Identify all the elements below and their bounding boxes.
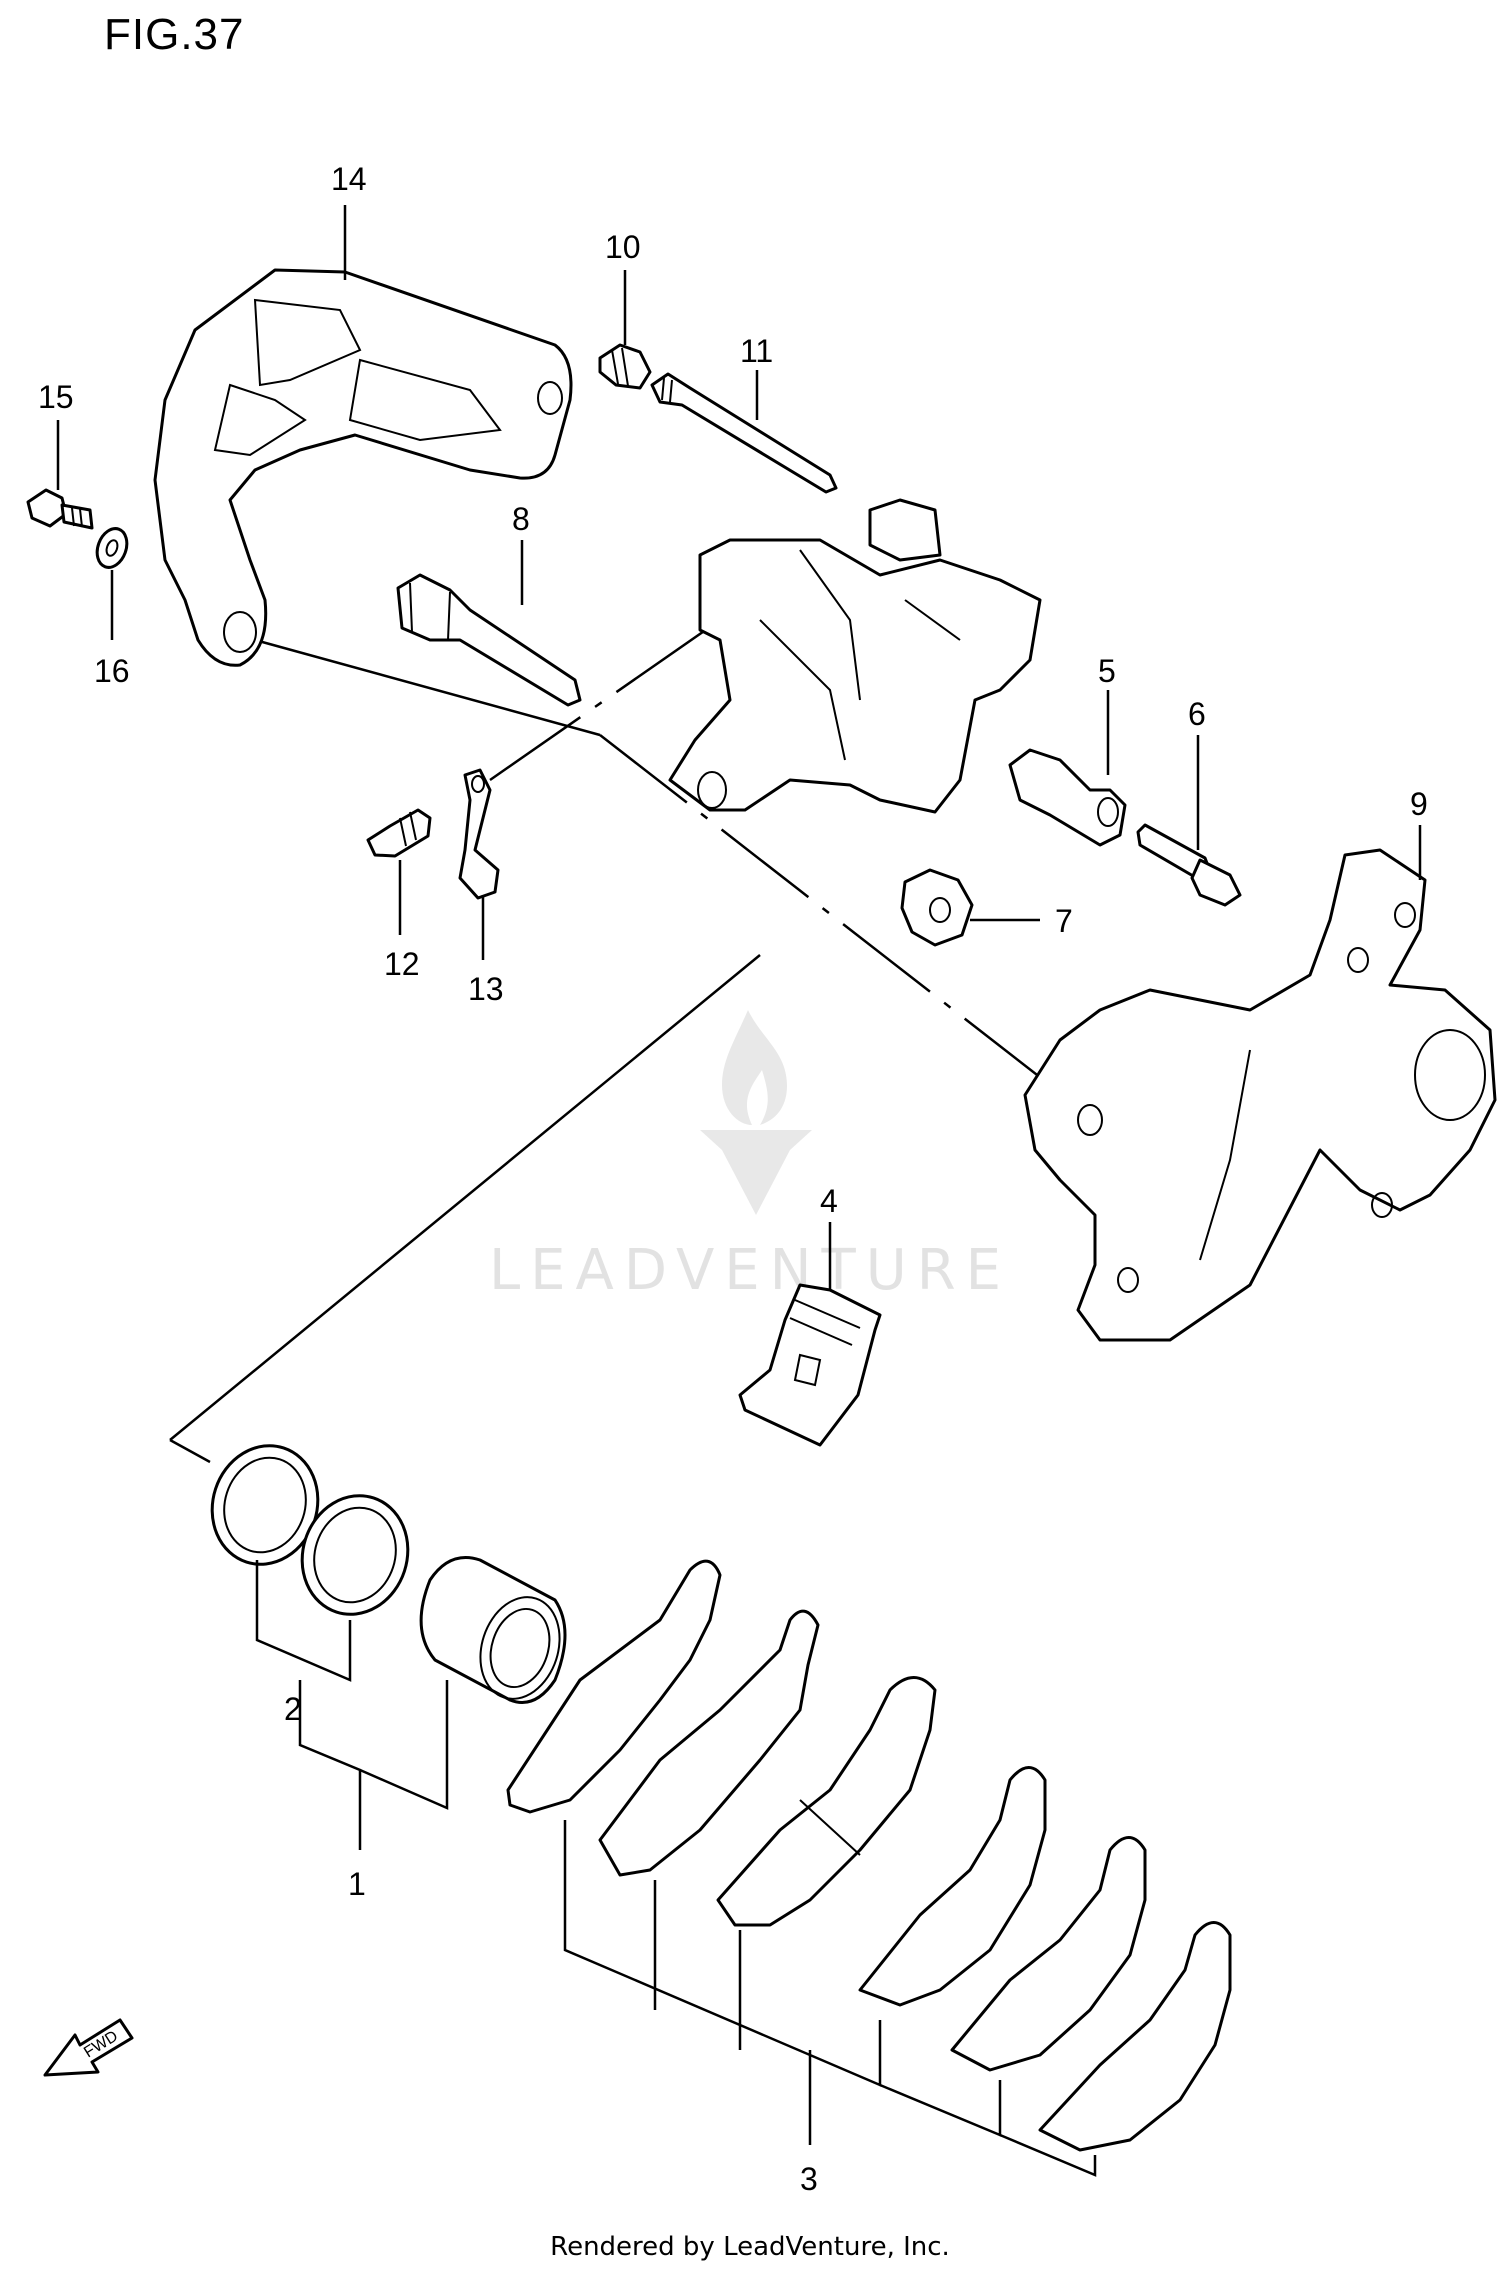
callout-leaders <box>56 205 1422 1290</box>
callout-14: 14 <box>331 161 367 197</box>
caliper-body <box>668 498 1042 814</box>
part-8-slide-pin <box>396 573 582 707</box>
callout-5: 5 <box>1098 653 1116 689</box>
callout-1: 1 <box>348 1866 366 1902</box>
part-1-piston <box>419 1556 567 1704</box>
part-12-bleeder <box>366 808 432 858</box>
part-5-sleeve <box>1008 748 1127 847</box>
footer-credit: Rendered by LeadVenture, Inc. <box>550 2232 950 2262</box>
leader-brackets <box>255 1560 1097 2177</box>
part-4-pad-spring <box>738 1283 882 1447</box>
part-14-guard <box>153 268 573 667</box>
callout-4: 4 <box>820 1183 838 1219</box>
callout-8: 8 <box>512 501 530 537</box>
callout-13: 13 <box>468 971 504 1007</box>
callout-6: 6 <box>1188 696 1206 732</box>
part-6-bolt <box>1136 823 1242 907</box>
fwd-direction-arrow: FWD <box>43 2018 134 2077</box>
watermark-text: LEADVENTURE <box>488 1238 1012 1303</box>
callout-2: 2 <box>284 1691 302 1727</box>
part-3-pads <box>506 1559 1232 2152</box>
callout-11: 11 <box>740 333 773 369</box>
part-9-bracket <box>1023 848 1497 1342</box>
part-7-nut <box>900 868 974 947</box>
assembly-lines <box>169 618 1051 1464</box>
callout-16: 16 <box>94 653 130 689</box>
part-10-plug <box>598 343 652 390</box>
watermark-logo <box>700 1010 812 1215</box>
callout-3: 3 <box>800 2161 818 2197</box>
callout-9: 9 <box>1410 786 1428 822</box>
part-13-clip <box>458 768 500 900</box>
part-16-washer <box>95 527 129 569</box>
part-15-bolt <box>26 488 94 530</box>
callout-15: 15 <box>38 379 74 415</box>
callout-7: 7 <box>1055 903 1073 939</box>
part-2-seals <box>210 1444 410 1616</box>
figure-title: FIG.37 <box>104 10 245 59</box>
callout-12: 12 <box>384 946 420 982</box>
part-11-pin <box>650 372 838 494</box>
callout-10: 10 <box>605 229 641 265</box>
